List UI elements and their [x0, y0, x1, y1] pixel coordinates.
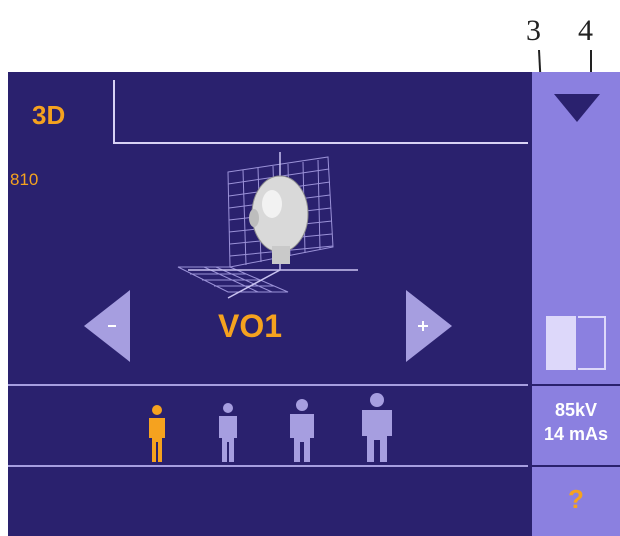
mode-label: VO1: [218, 308, 283, 344]
tab-underline: [115, 142, 528, 144]
callout-label-3: 3: [526, 14, 541, 47]
contrast-toggle-button[interactable]: [546, 316, 606, 370]
kv-value: 85kV: [554, 400, 598, 420]
dropdown-arrow-button[interactable]: [554, 94, 600, 124]
large-adult-patient-icon[interactable]: [360, 392, 394, 464]
previous-mode-button[interactable]: [82, 288, 132, 364]
mas-value: 14 mAs: [543, 424, 609, 444]
divider: [8, 384, 528, 386]
tab-3d-label: 3D: [32, 100, 66, 130]
panel-separator: [528, 72, 532, 536]
program-number: 810: [10, 170, 39, 189]
help-button[interactable]: ?: [568, 484, 584, 514]
small-adult-patient-icon[interactable]: [216, 402, 240, 464]
next-mode-button[interactable]: [404, 288, 454, 364]
side-panel: 85kV 14 mAs ?: [532, 72, 620, 536]
divider: [8, 465, 528, 467]
divider: [532, 384, 620, 386]
callout-label-4: 4: [578, 14, 593, 47]
contrast-light-half: [546, 316, 576, 370]
contrast-dark-half: [578, 316, 606, 370]
child-patient-icon[interactable]: [146, 404, 168, 464]
medium-adult-patient-icon[interactable]: [288, 398, 316, 464]
divider: [532, 465, 620, 467]
main-screen: 3D 810 VO1: [8, 72, 528, 536]
tab-3d[interactable]: 3D: [8, 80, 115, 144]
3d-head-volume-icon: [177, 152, 358, 299]
